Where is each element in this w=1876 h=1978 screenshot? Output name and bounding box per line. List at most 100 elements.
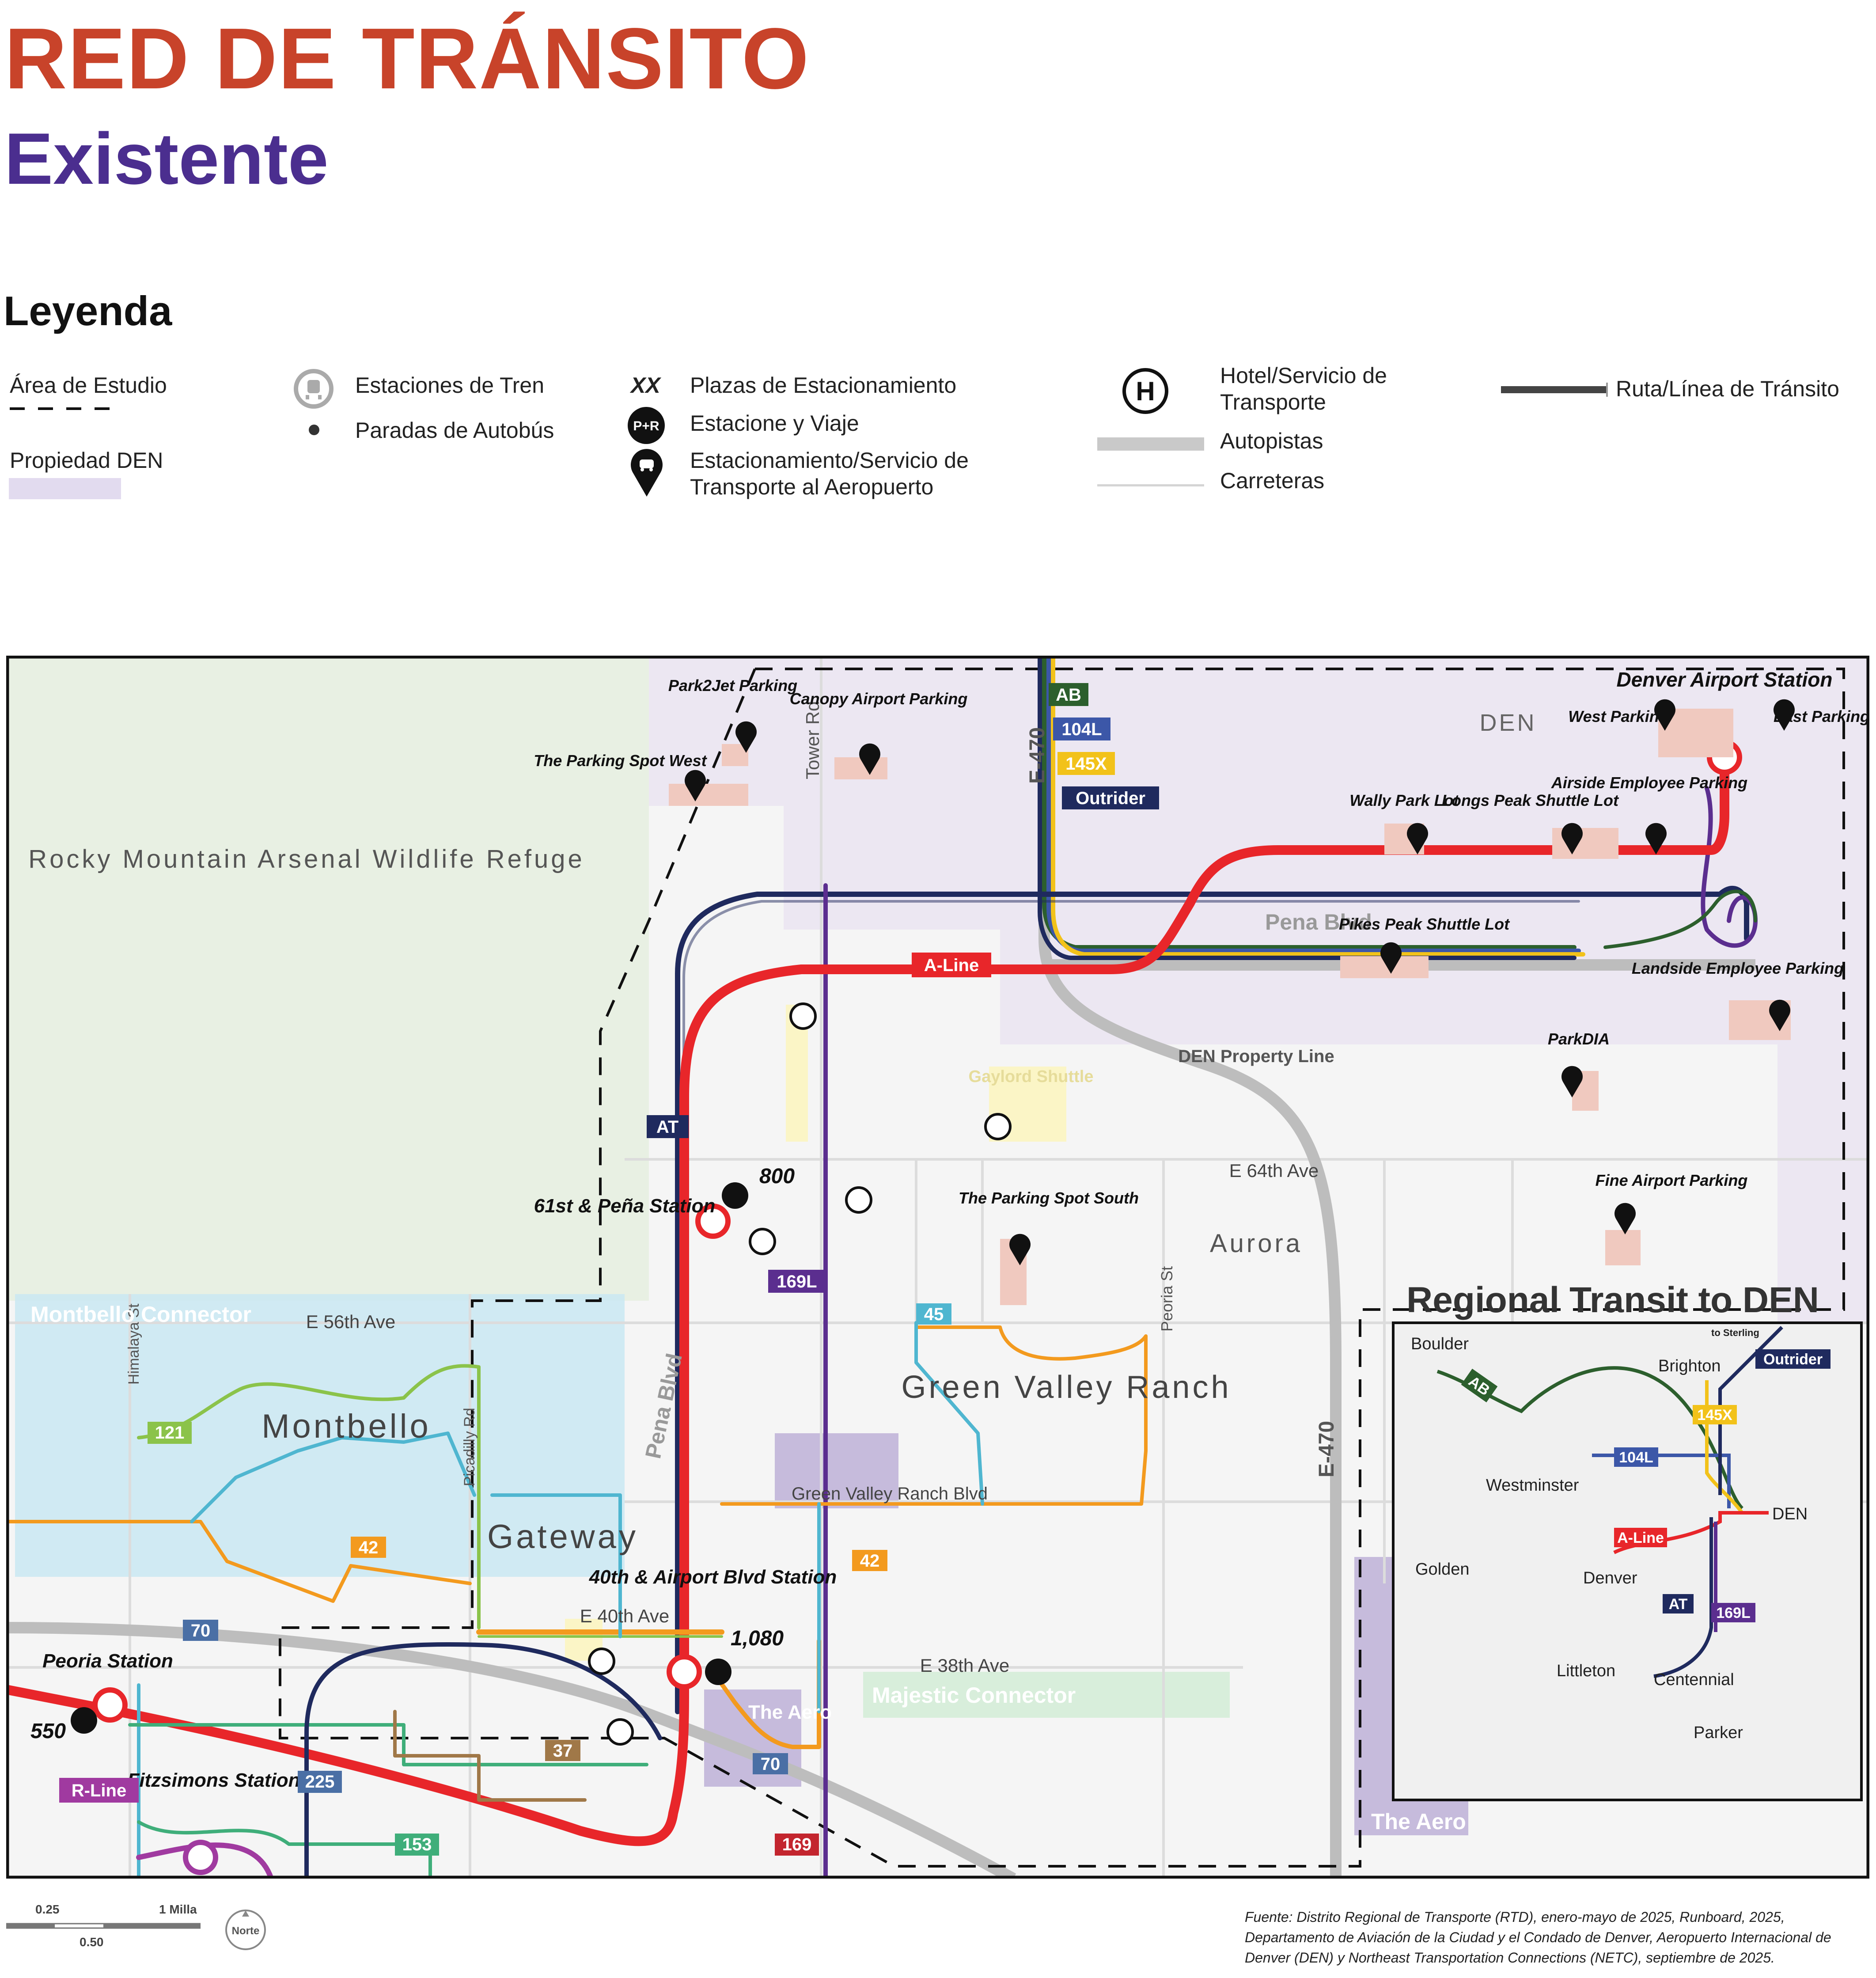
svg-text:45: 45 (924, 1305, 944, 1324)
legend-highways-label: Autopistas (1220, 429, 1323, 453)
pena-blvd-label: Pena Blvd (1265, 910, 1372, 934)
svg-text:169: 169 (782, 1835, 812, 1854)
gvr-blvd-label: Green Valley Ranch Blvd (792, 1484, 988, 1503)
scale-label-b: 0.50 (80, 1935, 104, 1949)
legend-den-property-label: Propiedad DEN (10, 448, 163, 473)
svg-text:40th & Airport Blvd Station: 40th & Airport Blvd Station (589, 1566, 837, 1588)
inset-note: to Sterling (1711, 1327, 1759, 1338)
svg-text:70: 70 (191, 1621, 211, 1640)
transit-map: Rocky Mountain Arsenal Wildlife Refuge D… (6, 656, 1869, 1879)
svg-text:AB: AB (1056, 685, 1081, 705)
source-note: Fuente: Distrito Regional de Transporte … (1245, 1909, 1831, 1966)
svg-text:42: 42 (359, 1538, 379, 1557)
legend-roads-label: Carreteras (1220, 468, 1325, 493)
parking-spaces-symbol: XX (631, 373, 660, 398)
legend-study-area-label: Área de Estudio (10, 373, 167, 398)
e64th-label: E 64th Ave (1229, 1160, 1319, 1181)
transit-routes (6, 656, 1758, 1879)
page-title: RED DE TRÁNSITO (4, 10, 810, 107)
bus-stop-icon (309, 425, 319, 435)
svg-text:Outrider: Outrider (1763, 1351, 1823, 1368)
svg-text:DEN: DEN (1772, 1505, 1808, 1523)
train-station-icon (294, 369, 334, 409)
legend-airport-parking-label: Estacionamiento/Servicio de Transporte a… (690, 448, 969, 499)
inset-places: Boulder Brighton Westminster DEN Golden … (1411, 1335, 1808, 1742)
picadilly-rd-label: Peoria St (1158, 1266, 1176, 1332)
montbello-label: Montbello (262, 1408, 431, 1445)
svg-text:61st & Peña Station: 61st & Peña Station (534, 1195, 716, 1217)
den-property-line-label: DEN Property Line (1178, 1047, 1334, 1066)
parking-longs-peak: Longs Peak Shuttle Lot (1442, 791, 1619, 809)
svg-text:Denver Airport Station: Denver Airport Station (1616, 668, 1832, 691)
parking-spot-west: The Parking Spot West (534, 752, 707, 770)
scale-label-c: 1 Milla (159, 1902, 197, 1916)
north-arrow-icon: Norte (225, 1910, 266, 1950)
parking-airside: Airside Employee Parking (1551, 774, 1747, 792)
svg-text:P+R: P+R (633, 419, 659, 433)
svg-text:AT: AT (656, 1117, 678, 1137)
svg-text:AT: AT (1669, 1596, 1688, 1613)
den-property-swatch (9, 478, 121, 499)
inset-title: Regional Transit to DEN (1406, 1280, 1819, 1320)
svg-text:70: 70 (761, 1754, 781, 1774)
study-area-boundary (279, 668, 1845, 1868)
e38th-label: E 38th Ave (920, 1655, 1009, 1676)
hotel-icon: H (1122, 368, 1168, 414)
e40th-label: E 40th Ave (580, 1606, 669, 1626)
refuge-area (6, 656, 649, 1301)
svg-text:Boulder: Boulder (1411, 1335, 1469, 1353)
parking-canopy: Canopy Airport Parking (790, 690, 968, 708)
park-ride-icon: P+R (628, 407, 665, 444)
parking-pins (685, 699, 1795, 1265)
gateway-label: Gateway (487, 1518, 638, 1556)
refuge-label: Rocky Mountain Arsenal Wildlife Refuge (28, 845, 585, 873)
page-subtitle: Existente (4, 118, 329, 199)
svg-text:A-Line: A-Line (1617, 1530, 1664, 1546)
legend-hotel-label: Hotel/Servicio de Transporte (1220, 363, 1387, 414)
svg-text:42: 42 (860, 1551, 880, 1571)
hotel-markers (588, 1002, 1012, 1746)
station-40th-airport: 40th & Airport Blvd Station (589, 1566, 837, 1689)
svg-text:37: 37 (553, 1741, 573, 1761)
e470-north-label: E-470 (1026, 727, 1049, 784)
the-aero-label: The Aero (748, 1701, 832, 1723)
svg-text:104L: 104L (1619, 1449, 1653, 1466)
svg-text:145X: 145X (1065, 754, 1107, 774)
regional-transit-inset (1392, 1321, 1863, 1801)
montbello-connector-label: Montbello Connector (30, 1302, 251, 1327)
parking-labels: Park2Jet Parking The Parking Spot West C… (534, 676, 1869, 1207)
pr-count-40th: 1,080 (731, 1627, 784, 1650)
svg-text:Outrider: Outrider (1076, 789, 1145, 808)
svg-text:Brighton: Brighton (1658, 1357, 1721, 1375)
parking-wally: Wally Park Lot (1349, 791, 1459, 809)
svg-text:121: 121 (155, 1423, 185, 1443)
parking-spot-south: The Parking Spot South (959, 1189, 1139, 1207)
svg-text:Golden: Golden (1415, 1560, 1470, 1579)
tower-rd-label: Tower Rd (802, 701, 823, 779)
scale-label-a: 0.25 (35, 1902, 60, 1916)
svg-text:H: H (1136, 376, 1155, 406)
highway-swatch (1097, 437, 1204, 451)
svg-text:Peoria Station: Peoria Station (42, 1650, 173, 1672)
legend-transit-route-label: Ruta/Línea de Tránsito (1616, 376, 1839, 401)
map-frame (6, 656, 1869, 1879)
station-fitzsimons: Fitzsimons Station (127, 1769, 300, 1875)
svg-text:Denver: Denver (1583, 1569, 1637, 1587)
parking-west: West Parking (1568, 707, 1668, 725)
legend-title: Leyenda (4, 288, 172, 334)
majestic-connector-label: Majestic Connector (872, 1683, 1076, 1708)
gaylord-label: Gaylord Shuttle (969, 1067, 1094, 1086)
montbello-connector-area (15, 1294, 625, 1577)
park-ride-markers: 800 1,080 550 (30, 1165, 795, 1743)
e470-south-label: E-470 (1315, 1421, 1338, 1477)
pr-count-peoria: 550 (30, 1720, 66, 1743)
aurora-label: Aurora (1210, 1229, 1303, 1258)
legend-park-ride-label: Estacione y Viaje (690, 411, 859, 436)
legend-parking-spaces-label: Plazas de Estacionamiento (690, 373, 957, 398)
route-badges: AB 104L 145X Outrider A-Line AT 169L 45 … (30, 683, 1466, 1856)
green-valley-ranch-label: Green Valley Ranch (902, 1370, 1232, 1405)
svg-text:Centennial: Centennial (1654, 1670, 1734, 1689)
scale-bar (6, 1923, 201, 1929)
airport-parking-pin-icon (631, 449, 663, 497)
parking-park2jet: Park2Jet Parking (668, 676, 797, 695)
